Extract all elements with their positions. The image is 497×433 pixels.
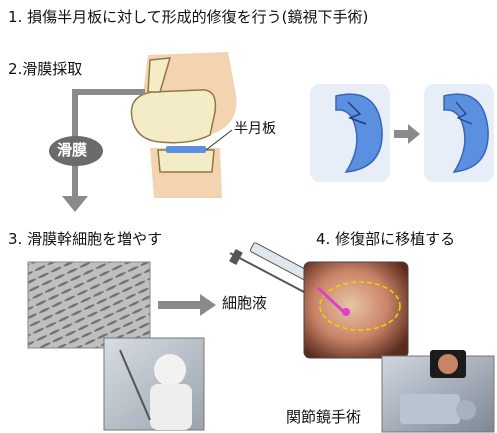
page-title: 1. 損傷半月板に対して形成的修復を行う(鏡視下手術)	[8, 10, 368, 25]
meniscus-before	[310, 84, 390, 182]
tibia-bone	[158, 150, 214, 172]
femur-bone	[131, 90, 215, 143]
cleanroom-photo	[104, 338, 204, 430]
step-4-label: 4. 修復部に移植する	[316, 232, 455, 247]
arthroscopic-image	[304, 262, 408, 358]
meniscus-label: 半月板	[234, 122, 276, 136]
meniscus-after	[424, 84, 494, 182]
arthroscopy-label: 関節鏡手術	[286, 410, 361, 425]
meniscus-in-knee	[166, 146, 206, 153]
cell-culture-image	[28, 262, 150, 348]
step-3-label: 3. 滑膜幹細胞を増やす	[8, 232, 162, 247]
operating-room-photo	[382, 350, 494, 432]
step-2-label: 2.滑膜採取	[8, 62, 82, 77]
cell-fluid-arrow	[158, 294, 216, 316]
cell-fluid-label: 細胞液	[222, 296, 267, 311]
knee-illustration	[131, 52, 236, 198]
synovium-badge-label: 滑膜	[57, 143, 87, 158]
repair-arrow	[394, 124, 420, 144]
